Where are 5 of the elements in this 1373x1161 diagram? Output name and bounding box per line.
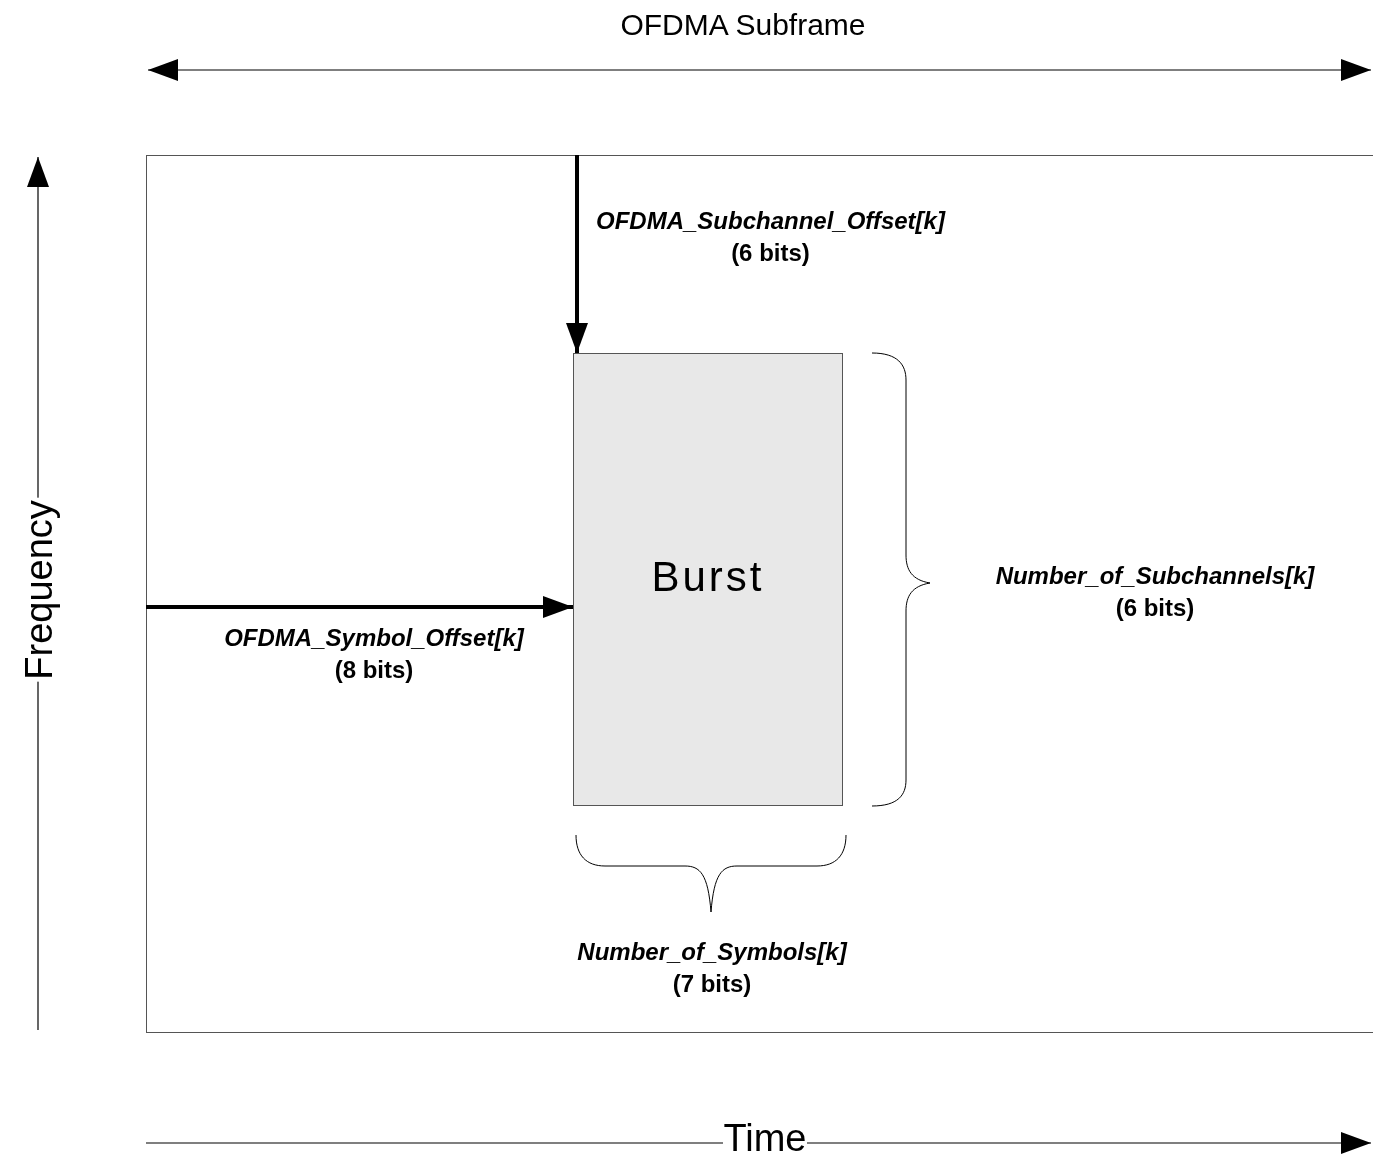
- burst-box: [573, 353, 843, 806]
- arrow: [146, 596, 573, 618]
- subframe-frame: [146, 155, 1373, 1033]
- box-label: Burst: [651, 553, 765, 601]
- arrow: [566, 155, 588, 353]
